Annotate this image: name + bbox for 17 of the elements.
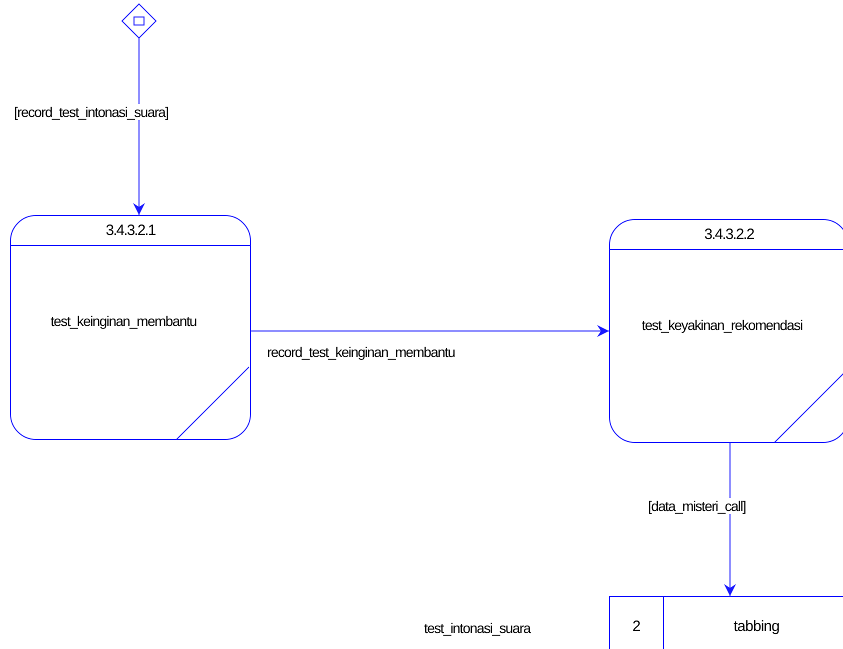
arrow [133,38,145,216]
arrow [724,442,736,596]
data-store [609,596,843,649]
edge-label: [data_misteri_call] [648,498,746,514]
edge-label: [record_test_intonasi_suara] [14,104,168,120]
process-name: test_keinginan_membantu [50,312,198,331]
process-box [609,219,843,443]
process-name: test_keyakinan_rekomendasi [640,316,804,335]
store-number: 2 [610,597,664,649]
process-box [10,215,251,440]
edge-label: record_test_keinginan_membantu [267,344,455,360]
process-number: 3.4.3.2.2 [610,220,843,250]
process-number: 3.4.3.2.1 [11,216,250,246]
store-name: tabbing [732,617,780,637]
start-diamond [121,3,157,39]
flow-label: test_intonasi_suara [424,620,530,636]
arrow [250,325,610,337]
